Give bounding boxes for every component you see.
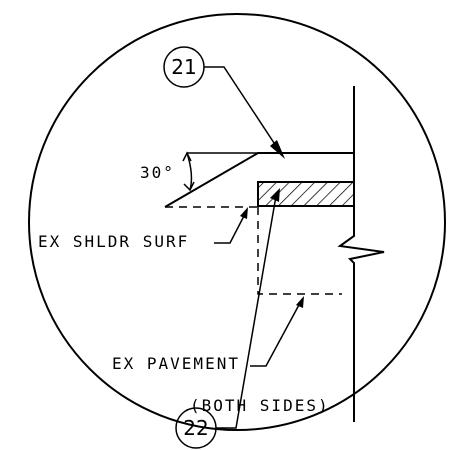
shoulder-surface-leader [214,213,246,244]
pavement-label: EX PAVEMENT [112,354,240,373]
pavement-arrow [296,296,304,308]
callout-22-label: 22 [183,416,208,440]
angle-arrow-bottom [183,181,195,192]
callout-21-arrow [270,140,285,159]
callout-22-leader [216,195,277,429]
both-sides-note: (BOTH SIDES) [190,396,330,415]
detail-circle [28,13,446,431]
callout-21-label: 21 [171,55,196,79]
callout-22-arrow [270,188,280,202]
shoulder-surface-arrow [240,207,248,219]
pavement-leader [250,302,301,367]
angle-arrow-top [182,151,192,162]
shoulder-surface-label: EX SHLDR SURF [38,232,189,251]
hatched-layer [257,181,355,207]
angle-label: 30° [140,163,175,182]
wall-face-line [337,86,385,422]
callout-21-leader [204,66,281,153]
existing-pavement-dashed [257,207,342,295]
